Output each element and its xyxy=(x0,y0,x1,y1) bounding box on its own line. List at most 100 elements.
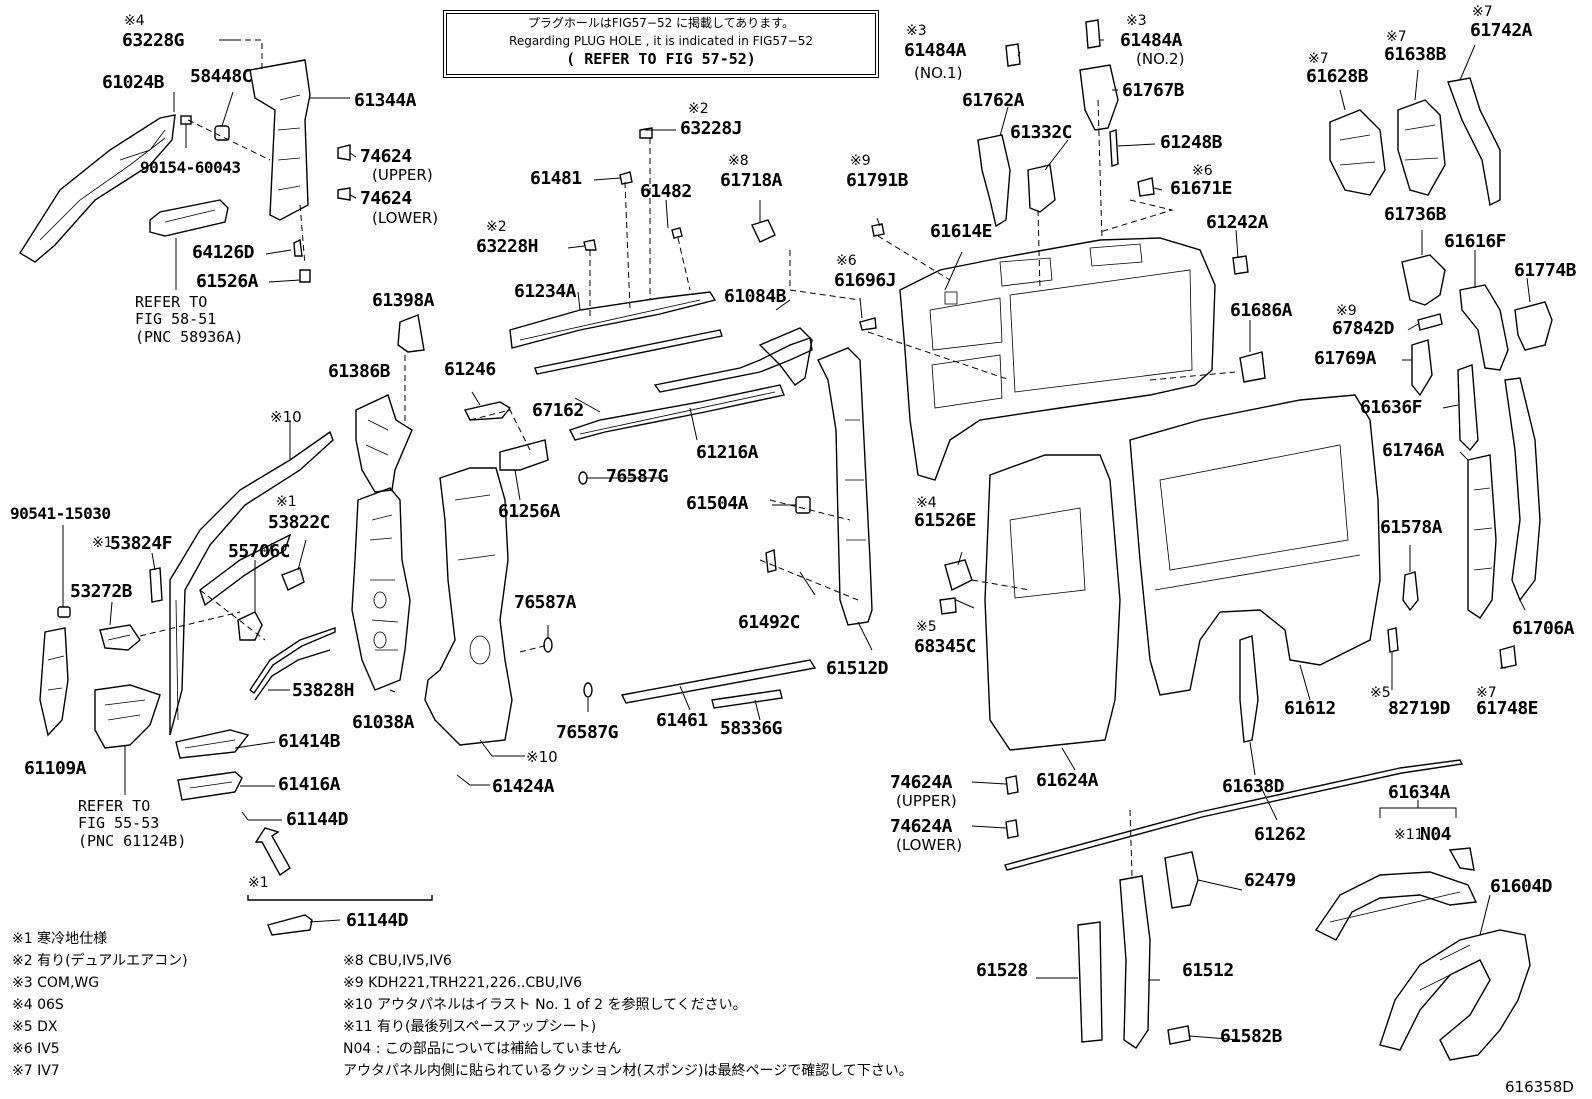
part-number-label[interactable]: 53272B xyxy=(70,581,133,602)
part-number-label[interactable]: 90154-60043 xyxy=(140,158,241,177)
part-number-label[interactable]: 61234A xyxy=(514,281,577,302)
part-number-label[interactable]: 67842D xyxy=(1332,318,1395,339)
part-61109a-drawing xyxy=(39,627,69,737)
part-number-label[interactable]: 74624A xyxy=(890,772,953,793)
part-number-label[interactable]: 61262 xyxy=(1254,824,1306,845)
part-number-label[interactable]: 68345C xyxy=(914,636,977,657)
part-number-label[interactable]: 61424A xyxy=(492,776,555,797)
part-number-label[interactable]: 61696J xyxy=(834,270,897,291)
part-mark: ※7 xyxy=(1308,51,1329,67)
part-number-label[interactable]: 61332C xyxy=(1010,122,1073,143)
part-number-label[interactable]: 61526A xyxy=(196,271,259,292)
part-number-label[interactable]: 61416A xyxy=(278,774,341,795)
part-number-label[interactable]: 61578A xyxy=(1380,517,1443,538)
part-number-label[interactable]: 61144D xyxy=(286,809,349,830)
part-number-label[interactable]: 53824F xyxy=(110,533,173,554)
reference-line: REFER TO xyxy=(135,293,208,311)
part-number-label[interactable]: 61762A xyxy=(962,90,1025,111)
part-number-label[interactable]: 61791B xyxy=(846,170,909,191)
part-number-label[interactable]: 61767B xyxy=(1122,80,1185,101)
part-number-label[interactable]: 61774B xyxy=(1514,260,1577,281)
part-number-label[interactable]: 74624 xyxy=(360,188,412,209)
part-number-label[interactable]: 61414B xyxy=(278,731,341,752)
part-number-label[interactable]: 61512 xyxy=(1182,960,1234,981)
part-number-label[interactable]: 58336G xyxy=(720,718,783,739)
part-number-label[interactable]: 61706A xyxy=(1512,618,1575,639)
part-number-label[interactable]: 61604D xyxy=(1490,876,1553,897)
part-number-label[interactable]: 61634A xyxy=(1388,782,1451,803)
part-number-label[interactable]: 53828H xyxy=(292,680,355,701)
part-number-label[interactable]: 61612 xyxy=(1284,698,1336,719)
part-number-label[interactable]: 61024B xyxy=(102,72,165,93)
part-number-label[interactable]: 63228H xyxy=(476,236,539,257)
legend-note: ※5 DX xyxy=(12,1019,58,1035)
part-number-label[interactable]: 61481 xyxy=(530,168,582,189)
part-number-label[interactable]: 61628B xyxy=(1306,66,1369,87)
part-number-label[interactable]: 76587G xyxy=(556,722,619,743)
reference-line: (PNC 58936A) xyxy=(135,327,244,346)
part-number-label[interactable]: 64126D xyxy=(192,242,255,263)
part-number-label[interactable]: 61482 xyxy=(640,181,692,202)
legend-note: ※2 有り(デュアルエアコン) xyxy=(12,953,188,969)
legend-note: ※9 KDH221,TRH221,226..CBU,IV6 xyxy=(343,975,583,991)
part-number-label[interactable]: 61582B xyxy=(1220,1026,1283,1047)
part-number-label[interactable]: 61344A xyxy=(354,90,417,111)
part-number-label[interactable]: 90541-15030 xyxy=(10,504,111,523)
part-number-label[interactable]: 61386B xyxy=(328,361,391,382)
part-number-label[interactable]: 61484A xyxy=(1120,30,1183,51)
part-number-label[interactable]: 58448C xyxy=(190,66,253,87)
part-number-label[interactable]: N04 xyxy=(1420,824,1452,845)
part-number-label[interactable]: 61504A xyxy=(686,493,749,514)
part-number-label[interactable]: 61638D xyxy=(1222,776,1285,797)
part-number-label[interactable]: 61256A xyxy=(498,501,561,522)
part-number-label[interactable]: 61686A xyxy=(1230,300,1293,321)
part-number-label[interactable]: 63228J xyxy=(680,118,743,139)
part-sub-label: (UPPER) xyxy=(372,166,433,184)
part-number-label[interactable]: 63228G xyxy=(122,30,185,51)
part-number-label[interactable]: 61528 xyxy=(976,960,1028,981)
notice-line2: Regarding PLUG HOLE , it is indicated in… xyxy=(509,34,813,48)
part-number-label[interactable]: 53822C xyxy=(268,512,331,533)
part-number-label[interactable]: 61246 xyxy=(444,359,496,380)
part-number-label[interactable]: 61769A xyxy=(1314,348,1377,369)
part-number-label[interactable]: 61624A xyxy=(1036,770,1099,791)
part-61624a-drawing xyxy=(984,454,1121,751)
part-number-label[interactable]: 61084B xyxy=(724,286,787,307)
part-number-label[interactable]: 76587G xyxy=(606,466,669,487)
part-number-label[interactable]: 61461 xyxy=(656,710,708,731)
part-number-label[interactable]: 61748E xyxy=(1476,698,1539,719)
part-number-label[interactable]: 61718A xyxy=(720,170,783,191)
part-number-label[interactable]: 61038A xyxy=(352,712,415,733)
part-number-label[interactable]: 61248B xyxy=(1160,132,1223,153)
part-number-label[interactable]: 61484A xyxy=(904,40,967,61)
part-mark: ※3 xyxy=(906,23,927,39)
part-mark: ※9 xyxy=(850,153,871,169)
part-number-label[interactable]: 61614E xyxy=(930,221,993,242)
part-number-label[interactable]: 74624A xyxy=(890,816,953,837)
part-number-label[interactable]: 61492C xyxy=(738,612,801,633)
part-number-label[interactable]: 61742A xyxy=(1470,20,1533,41)
part-number-label[interactable]: 61216A xyxy=(696,442,759,463)
part-number-label[interactable]: 61736B xyxy=(1384,204,1447,225)
part-number-label[interactable]: 61636F xyxy=(1360,397,1423,418)
part-number-label[interactable]: 61512D xyxy=(826,658,889,679)
part-number-label[interactable]: 76587A xyxy=(514,592,577,613)
part-number-label[interactable]: 61746A xyxy=(1382,440,1445,461)
part-number-label[interactable]: 61109A xyxy=(24,758,87,779)
part-number-label[interactable]: 74624 xyxy=(360,146,412,167)
part-number-label[interactable]: 61638B xyxy=(1384,44,1447,65)
part-number-label[interactable]: 62479 xyxy=(1244,870,1296,891)
part-number-label[interactable]: 82719D xyxy=(1388,698,1451,719)
part-number-label[interactable]: 61616F xyxy=(1444,231,1507,252)
part-number-label[interactable]: 61144D xyxy=(346,910,409,931)
notice-line3: ( REFER TO FIG 57-52) xyxy=(566,50,756,68)
part-number-label[interactable]: 61242A xyxy=(1206,212,1269,233)
part-90541-drawing xyxy=(57,525,71,618)
part-sub-label: (LOWER) xyxy=(896,836,963,854)
part-number-label[interactable]: 61526E xyxy=(914,510,977,531)
legend-note: ※6 IV5 xyxy=(12,1041,60,1057)
part-number-label[interactable]: 61398A xyxy=(372,290,435,311)
part-number-label[interactable]: 67162 xyxy=(532,400,584,421)
part-number-label[interactable]: 61671E xyxy=(1170,178,1233,199)
part-number-label[interactable]: 55706C xyxy=(228,541,291,562)
